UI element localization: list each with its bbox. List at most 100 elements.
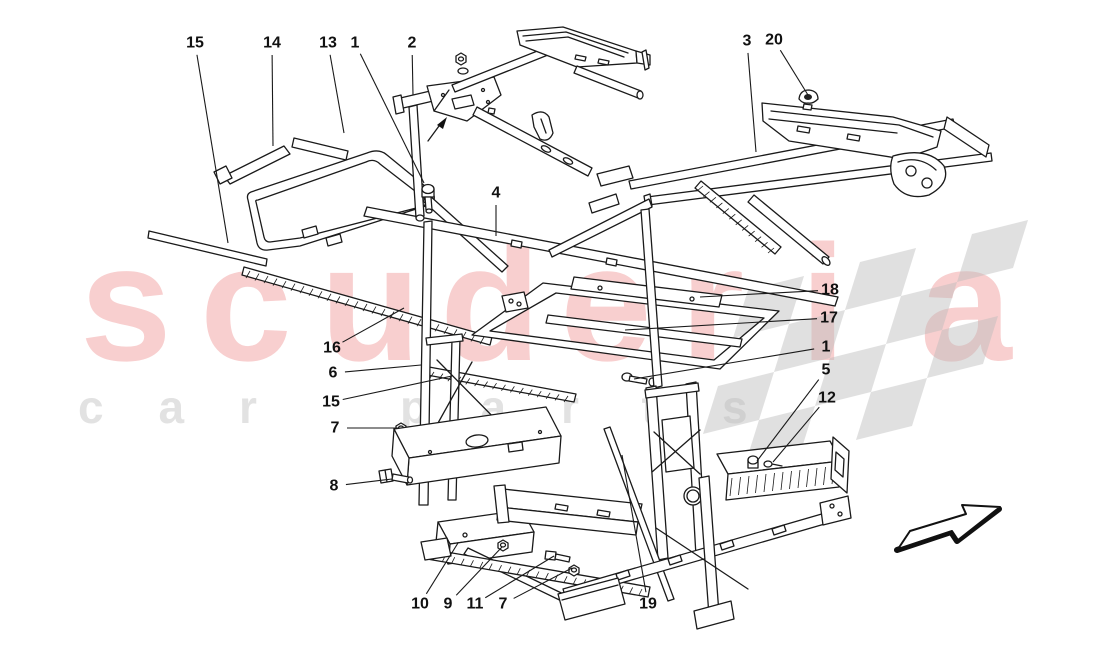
callout-leader-line <box>329 54 345 134</box>
part-4-rail <box>363 206 839 307</box>
callout-leader-line <box>359 53 425 184</box>
callout-number: 7 <box>331 420 340 437</box>
callout-number: 1 <box>822 339 831 356</box>
flag-cell <box>927 316 998 378</box>
flag-cell <box>886 282 957 344</box>
callout-leader-line <box>699 290 819 298</box>
callout-3: 3 <box>743 33 757 153</box>
bolt-part-1-left <box>421 183 435 214</box>
nut-and-washer <box>455 52 469 75</box>
callout-leader-line <box>624 318 818 331</box>
callout-number: 17 <box>820 310 838 327</box>
callout-7: 7 <box>499 567 573 613</box>
callout-14: 14 <box>263 35 281 147</box>
callout-2: 2 <box>408 35 417 96</box>
top-center-subframe <box>392 26 651 222</box>
lower-chassis-assembly <box>378 220 852 630</box>
callout-leader-line <box>411 54 414 96</box>
callout-number: 9 <box>444 596 453 613</box>
flag-cell <box>703 372 774 434</box>
flag-cell <box>845 248 916 310</box>
callout-18: 18 <box>699 282 839 299</box>
callout-number: 6 <box>329 365 338 382</box>
callout-8: 8 <box>330 478 393 495</box>
callout-13: 13 <box>319 35 345 134</box>
callout-number: 13 <box>319 35 337 52</box>
callout-number: 19 <box>639 596 657 613</box>
callout-leader-line <box>756 379 820 462</box>
callout-leader-line <box>196 54 229 244</box>
callout-10: 10 <box>411 542 459 613</box>
callout-number: 5 <box>822 362 831 379</box>
bolt-part-11 <box>544 550 571 563</box>
direction-arrow <box>894 504 1002 553</box>
callout-leader-line <box>513 567 573 599</box>
flag-cell <box>774 310 845 372</box>
watermark-letter: a <box>159 381 185 433</box>
part-15-strip <box>147 230 268 267</box>
callout-number: 15 <box>186 35 204 52</box>
callout-17: 17 <box>624 310 838 331</box>
watermark-letter: a <box>920 211 1013 395</box>
watermark-letter: c <box>200 211 292 395</box>
flag-cell <box>957 220 1028 282</box>
callout-11: 11 <box>467 555 555 613</box>
callout-1: 1 <box>351 35 425 184</box>
callout-leader-line <box>342 375 453 401</box>
callout-number: 20 <box>765 32 783 49</box>
callout-9: 9 <box>444 546 503 613</box>
frame-line-art <box>147 26 993 630</box>
callout-leader-line <box>779 49 809 96</box>
callout-number: 8 <box>330 478 339 495</box>
callout-7: 7 <box>331 420 400 437</box>
lower-right-frame <box>557 475 852 630</box>
callout-leader-line <box>342 307 405 343</box>
callout-number: 4 <box>492 185 501 202</box>
callout-number: 15 <box>322 394 340 411</box>
nut-part-7-lower <box>568 564 580 577</box>
callout-leader-line <box>344 364 422 373</box>
callout-leader-line <box>747 52 757 153</box>
callout-leader-line <box>425 542 459 595</box>
watermark-letter: s <box>722 381 748 433</box>
watermark-letter: r <box>561 381 579 433</box>
callout-12: 12 <box>772 390 836 463</box>
callout-leader-line <box>484 555 555 599</box>
part-14-rail <box>213 145 291 185</box>
watermark-letter: r <box>239 381 257 433</box>
callout-6: 6 <box>329 364 422 382</box>
checkered-flag-watermark <box>703 220 1028 468</box>
callout-number: 10 <box>411 596 429 613</box>
bolt-part-5-12 <box>747 455 783 469</box>
mushroom-fastener-part-20 <box>798 89 819 111</box>
callout-number: 18 <box>821 282 839 299</box>
callout-20: 20 <box>765 32 809 96</box>
callout-number: 3 <box>743 33 752 50</box>
top-right-subframe <box>548 89 993 389</box>
callout-5: 5 <box>756 362 831 462</box>
callout-leader-line <box>455 546 503 596</box>
callout-19: 19 <box>621 454 657 613</box>
callout-15: 15 <box>186 35 229 244</box>
callout-leader-line <box>271 54 274 147</box>
callout-4: 4 <box>492 185 501 236</box>
callout-15: 15 <box>322 375 453 411</box>
flag-cell <box>815 344 886 406</box>
flag-cell <box>856 378 927 440</box>
callout-leader-line <box>345 478 393 486</box>
callout-leader-line <box>772 406 820 463</box>
callout-number: 11 <box>467 596 484 613</box>
callout-1: 1 <box>633 339 831 380</box>
callout-number: 14 <box>263 35 281 52</box>
callout-leader-line <box>633 348 815 380</box>
watermark-letter: s <box>80 211 172 395</box>
callout-leader-line <box>621 454 647 593</box>
part-13-rail <box>291 137 349 161</box>
frame-rectangle <box>471 276 780 387</box>
callout-16: 16 <box>323 307 405 357</box>
callout-number: 7 <box>499 596 508 613</box>
callout-number: 1 <box>351 35 360 52</box>
